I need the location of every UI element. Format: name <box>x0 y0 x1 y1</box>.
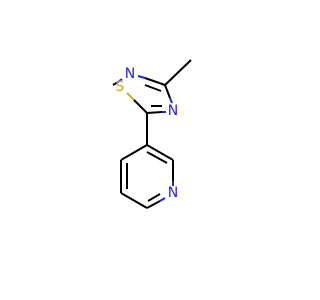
molecule-structure: N S N N <box>112 59 192 209</box>
bond-c3-n2-outer <box>144 77 166 86</box>
bond-pyr-c5-c6 <box>120 192 148 209</box>
bond-c3-n2-n-part <box>137 75 146 79</box>
bond-s1-c5 <box>133 99 148 114</box>
bond-n2-s1 <box>112 81 119 86</box>
bond-pyr-c6-n1-n-part <box>159 197 166 202</box>
bond-pyr-c6-n1-inner <box>147 193 161 202</box>
atom-n-thiadiazole-right: N <box>168 103 178 119</box>
atom-n-pyridine: N <box>168 185 178 201</box>
bond-n4-c3 <box>164 84 171 99</box>
bond-pyr-c2-c3-inner <box>146 151 168 164</box>
atom-n-thiadiazole-top: N <box>125 66 135 82</box>
bond-n2-s1-n-part <box>117 78 123 83</box>
bond-methyl-c3 <box>164 59 192 86</box>
bond-c3-n2-inner <box>144 84 162 92</box>
bond-pyr-c3-c4 <box>120 144 148 161</box>
bond-c5-n4-outer <box>146 111 163 114</box>
bond-pyr-c2-c3 <box>146 144 174 161</box>
molecule-canvas: N S N N <box>112 59 192 209</box>
bond-pyr-c6-n1 <box>146 200 161 209</box>
atom-s-thiadiazole: S <box>116 79 125 95</box>
bond-s1-c5-s-part <box>126 92 135 101</box>
bond-n4-c3-n-part <box>169 97 173 104</box>
